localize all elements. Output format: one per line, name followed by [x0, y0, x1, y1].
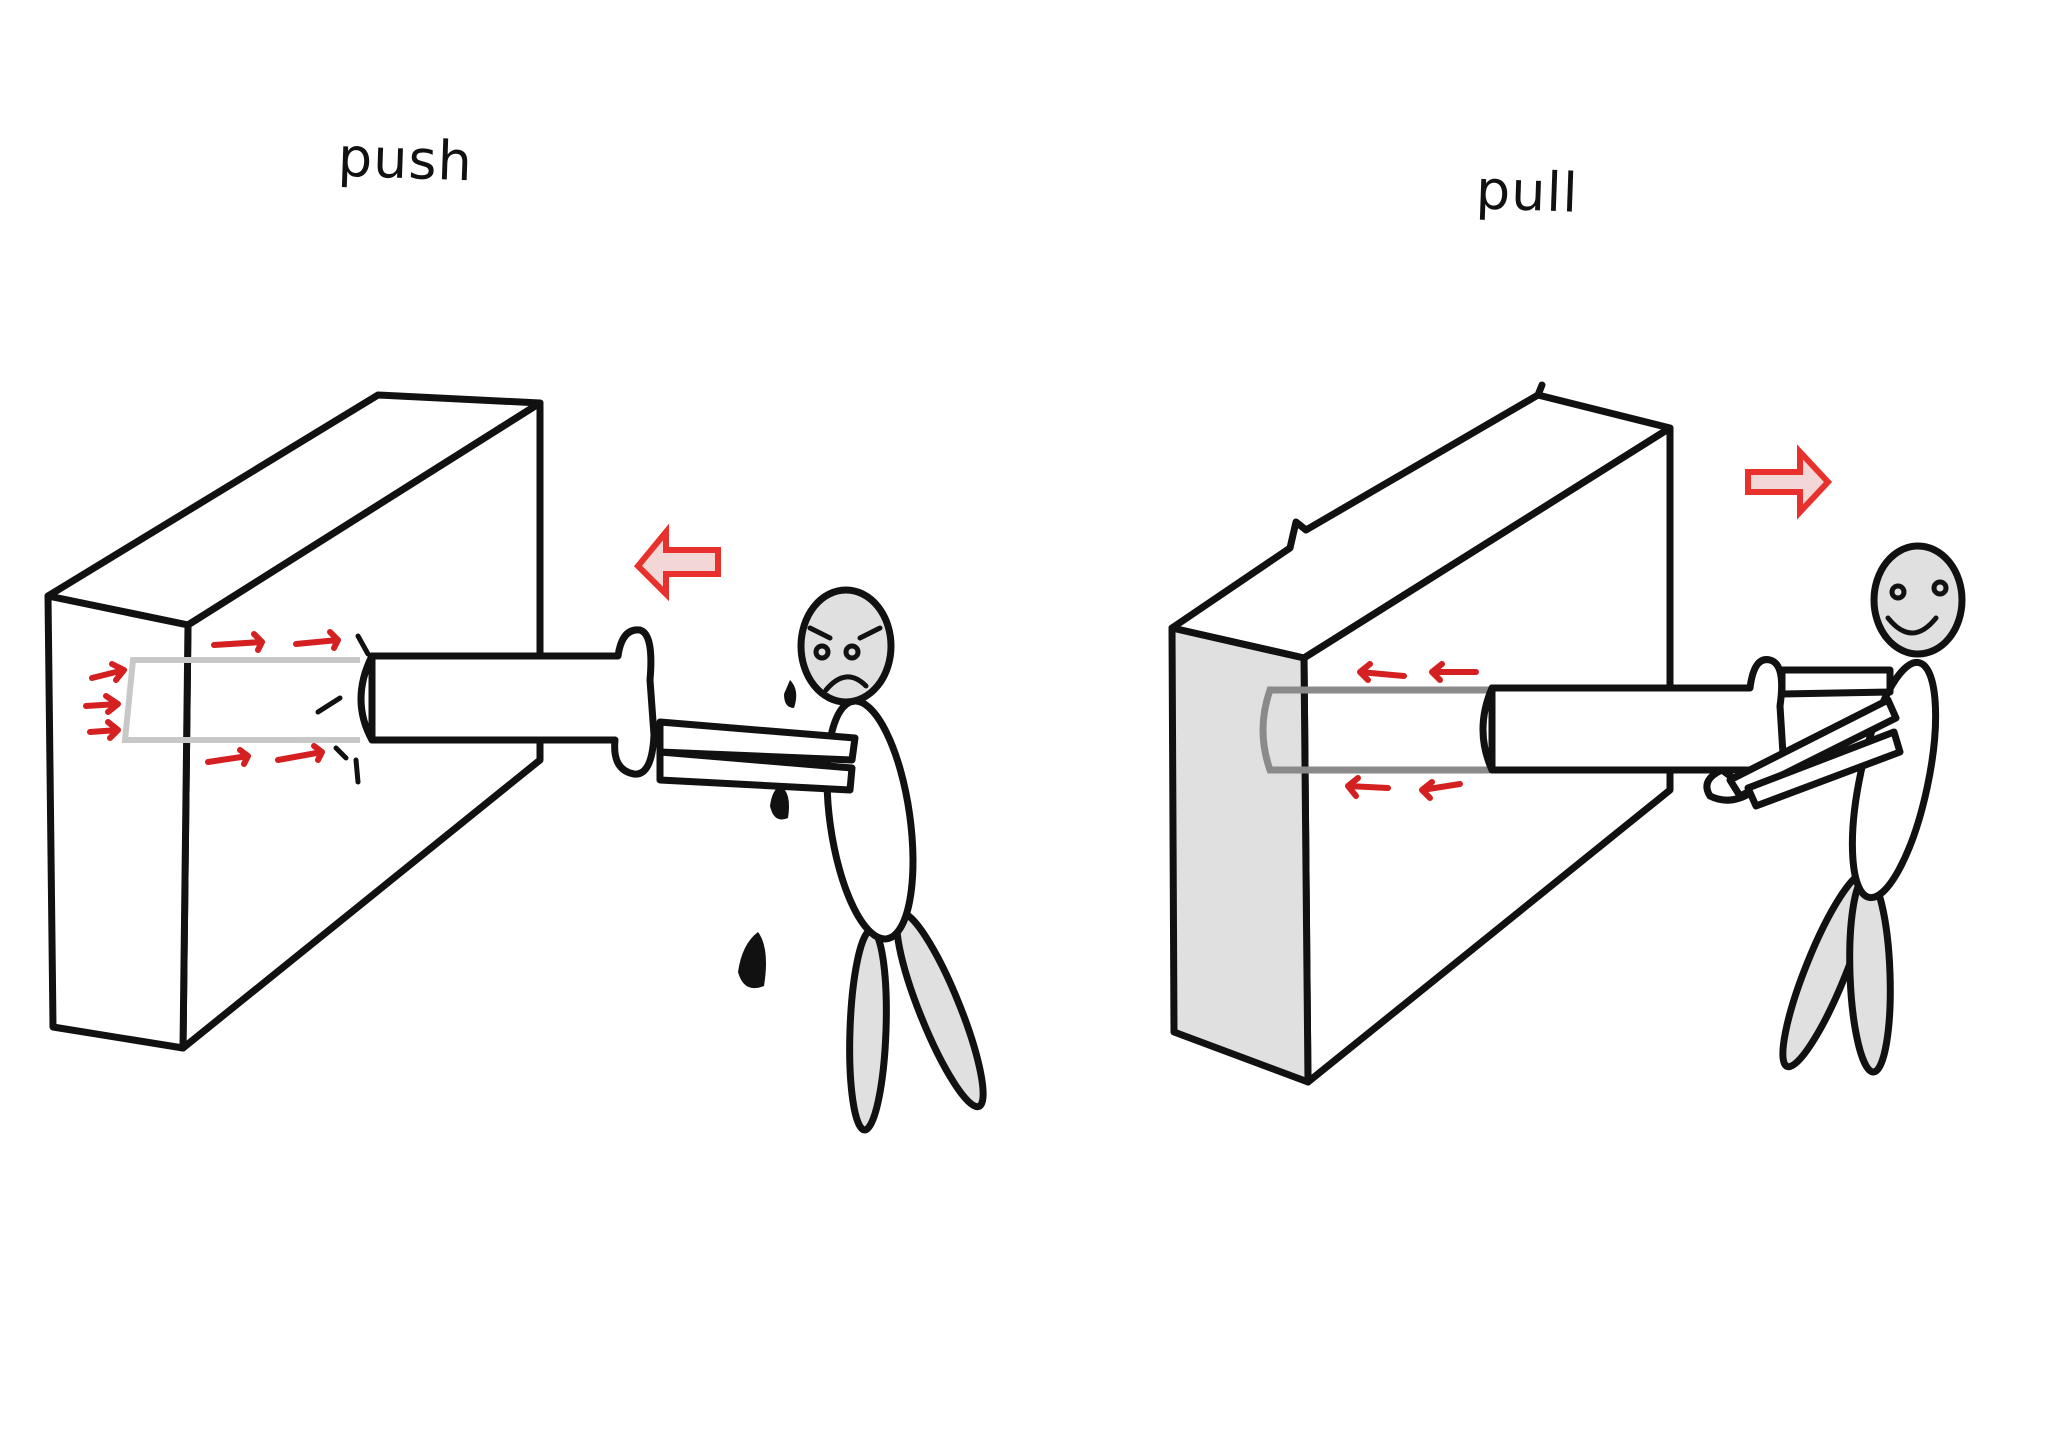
happy-face: [1870, 542, 1966, 658]
push-block: [44, 391, 544, 1052]
happy-stick-figure: [1703, 542, 1966, 1076]
push-title: push: [336, 125, 474, 194]
push-panel: [44, 391, 987, 1134]
push-rod: [315, 626, 658, 785]
push-force-arrow: [633, 523, 721, 602]
sweat-drops: [738, 680, 797, 989]
pull-rod-ghost: [1259, 686, 1490, 774]
pull-panel: [1168, 381, 1966, 1086]
push-rod-ghost: [121, 657, 360, 743]
pull-rod: [1479, 656, 1788, 774]
angry-stick-figure: [656, 586, 987, 1134]
pull-title: pull: [1474, 158, 1580, 225]
pull-small-arrows: [1345, 661, 1479, 801]
push-small-arrows: [83, 629, 341, 767]
pull-force-arrow: [1745, 444, 1833, 520]
